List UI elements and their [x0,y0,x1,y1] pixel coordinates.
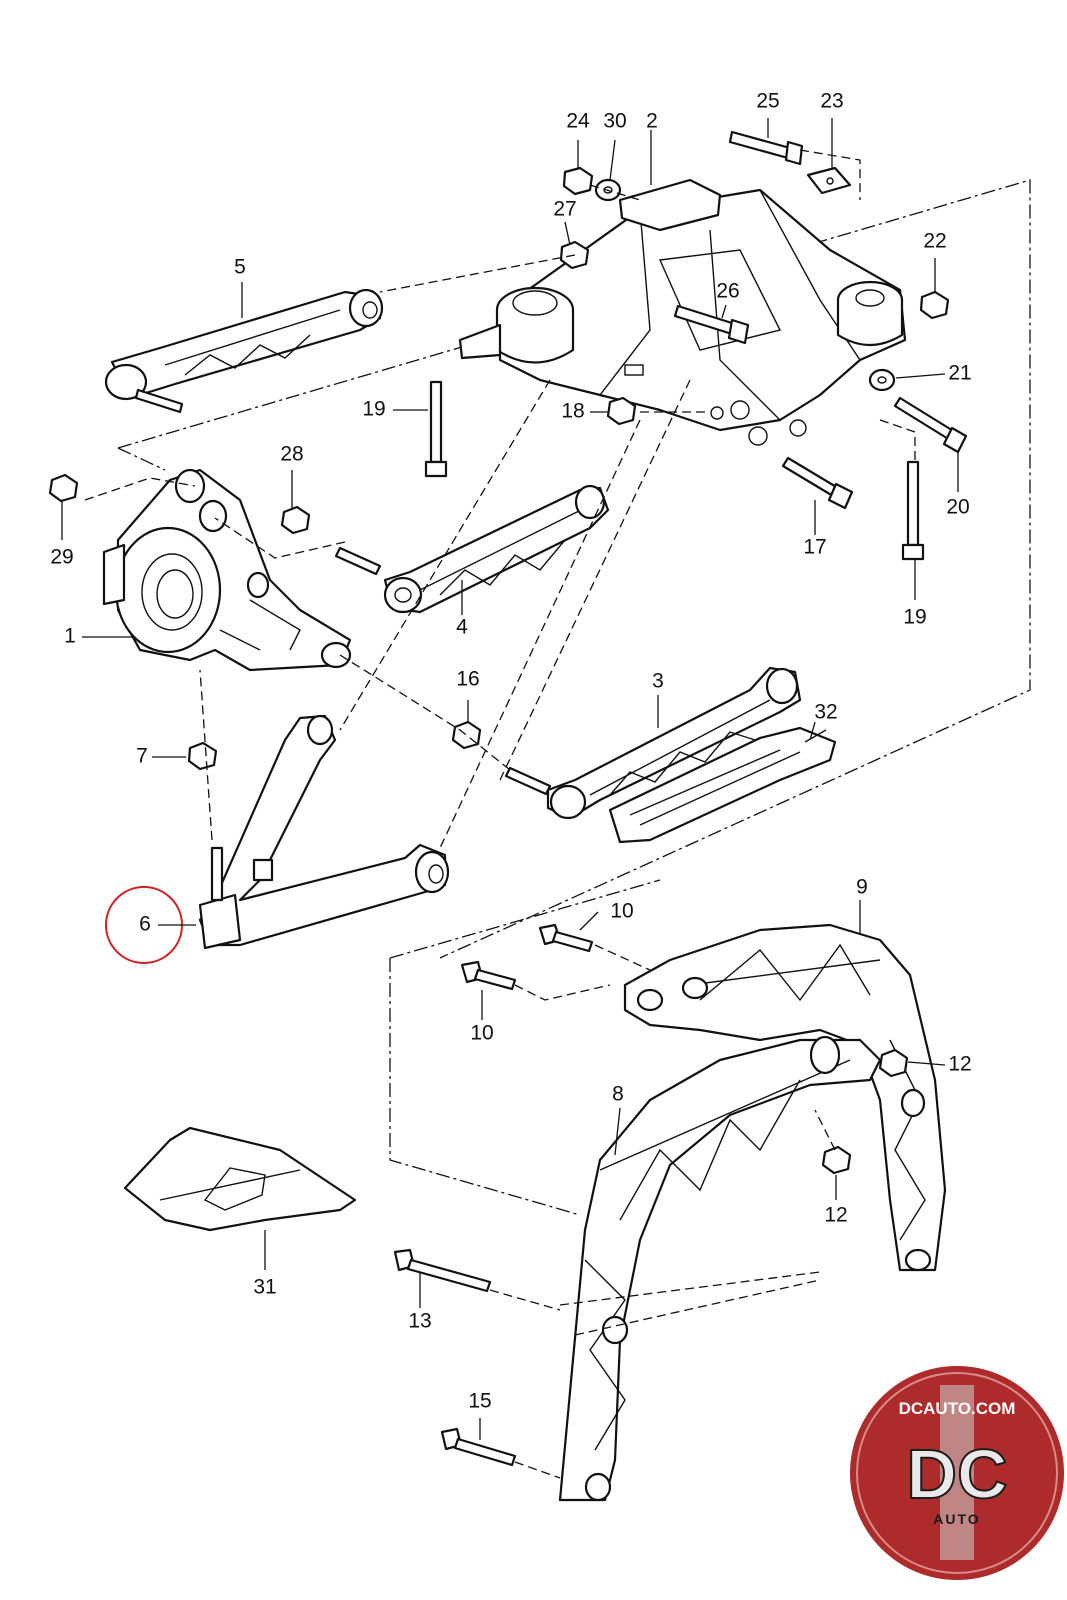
callout-23: 23 [820,90,843,113]
part-31-shield [123,1126,357,1232]
callout-1: 1 [64,625,76,648]
part-12-nut-lower [821,1145,852,1175]
part-3-link [504,666,802,820]
part-19-bolt-lower [901,460,925,561]
callout-5: 5 [234,256,246,279]
callout-24: 24 [566,110,590,133]
callout-2: 2 [646,110,658,133]
callout-13: 13 [408,1310,431,1333]
callout-12-upper: 12 [948,1053,971,1076]
callout-18: 18 [561,400,584,423]
part-17-bolt [781,456,854,510]
part-24-nut [562,166,594,196]
callout-19-lower: 19 [903,606,926,629]
part-20-bolt [893,396,968,454]
part-26-bolt [673,304,750,345]
callout-15: 15 [468,1390,491,1413]
callout-3: 3 [652,670,664,693]
logo-mark-text: DC [906,1435,1007,1513]
callout-32: 32 [814,701,837,724]
part-19-bolt-upper [424,380,448,478]
part-16-nut [451,720,482,750]
part-28-nut [280,505,311,535]
part-21-washer [868,368,896,392]
callout-labels: 1 2 3 4 5 6 7 8 9 10 10 12 12 13 15 16 1… [50,90,971,1413]
part-10-bolt-lower [460,960,517,991]
callout-21: 21 [948,362,971,385]
callout-19-upper: 19 [362,398,385,421]
callout-25: 25 [756,90,779,113]
part-25-bolt [728,130,804,166]
callout-31: 31 [253,1276,276,1299]
part-30-washer [594,178,622,202]
callout-16: 16 [456,668,479,691]
callout-26: 26 [716,280,739,303]
part-2-subframe [458,178,907,446]
part-15-bolt [440,1427,517,1467]
callout-30: 30 [603,110,626,133]
part-7-nut [187,741,218,771]
callout-17: 17 [803,536,826,559]
part-23-clip [806,166,852,195]
callout-6: 6 [139,913,151,936]
callout-4: 4 [456,616,468,639]
part-1-wheel-carrier [102,468,352,672]
callout-29: 29 [50,546,73,569]
part-32-cover [608,726,837,844]
callout-28: 28 [280,443,303,466]
dcauto-logo: DCAUTO.COM DC AUTO [850,1366,1064,1580]
callout-8: 8 [612,1083,624,1106]
callout-7: 7 [136,745,148,768]
part-18-nut [606,396,637,426]
callout-20: 20 [946,496,969,519]
leader-lines [61,118,959,1479]
part-12-nut-upper [878,1048,909,1078]
part-22-nut [919,290,950,320]
part-4-link [334,484,610,614]
part-10-bolt-upper [538,923,594,953]
logo-sub-text: AUTO [933,1511,980,1527]
part-6-wishbone [198,714,450,950]
part-8-frame [558,1035,882,1502]
callout-22: 22 [923,230,946,253]
callout-9: 9 [856,876,868,899]
callout-10-upper: 10 [610,900,633,923]
callout-27: 27 [553,198,576,221]
callout-12-lower: 12 [824,1204,847,1227]
part-5-control-arm [104,288,384,414]
part-29-nut [48,473,79,503]
logo-site-text: DCAUTO.COM [899,1399,1016,1418]
part-13-bolt [393,1248,492,1293]
part-9-frame [623,923,947,1272]
callout-10-lower: 10 [470,1022,493,1045]
